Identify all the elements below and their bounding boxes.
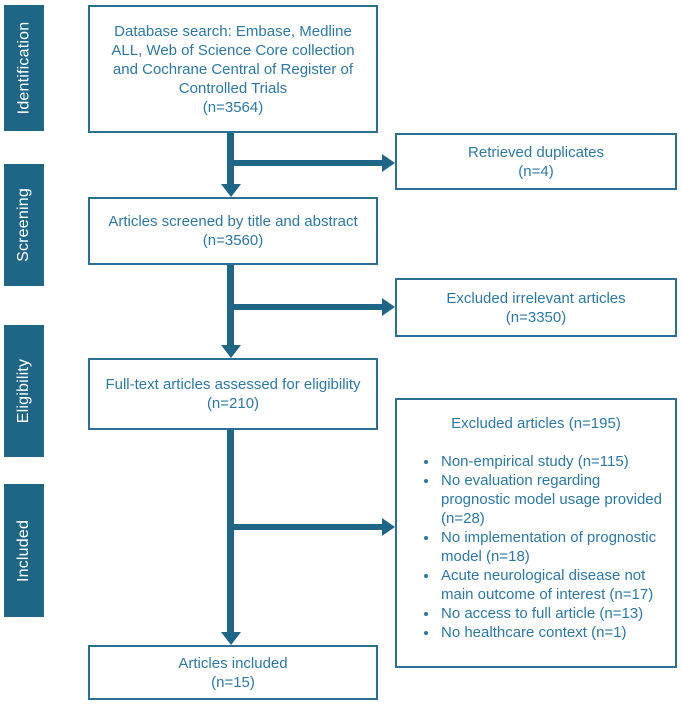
- excluded-reason-item: No evaluation regarding prognostic model…: [439, 471, 665, 528]
- box-label: Retrieved duplicates: [468, 143, 604, 161]
- box-excluded-irrelevant: Excluded irrelevant articles (n=3350): [395, 278, 677, 337]
- arrowhead-right: [382, 298, 395, 316]
- box-count: (n=3350): [505, 308, 567, 326]
- stage-label-text: Included: [15, 519, 32, 582]
- stage-label-included: Included: [4, 484, 44, 617]
- box-fulltext-eligibility: Full-text articles assessed for eligibil…: [88, 358, 378, 430]
- arrowhead-right: [382, 518, 395, 536]
- excluded-reason-item: Non-empirical study (n=115): [439, 452, 665, 471]
- arrowhead-down: [221, 345, 241, 358]
- box-count: (n=210): [206, 395, 260, 412]
- arrow-search-to-screening-line: [227, 133, 234, 184]
- stage-label-text: Identification: [15, 21, 33, 115]
- box-excluded-articles: Excluded articles (n=195) Non-empirical …: [395, 398, 677, 668]
- box-articles-included: Articles included (n=15): [88, 645, 378, 700]
- excluded-reason-item: No access to full article (n=13): [439, 604, 665, 623]
- box-count: (n=4): [518, 162, 554, 180]
- box-label: Articles included: [178, 654, 288, 672]
- box-retrieved-duplicates: Retrieved duplicates (n=4): [395, 133, 677, 190]
- arrow-to-excluded-line: [227, 524, 382, 530]
- stage-label-screening: Screening: [4, 164, 44, 286]
- stage-label-text: Eligibility: [15, 358, 33, 424]
- stage-label-identification: Identification: [4, 5, 44, 131]
- excluded-articles-title: Excluded articles (n=195): [451, 415, 621, 432]
- box-count: (n=3560): [202, 232, 264, 249]
- stage-label-eligibility: Eligibility: [4, 325, 44, 457]
- box-label: Database search: Embase, Medline ALL, We…: [111, 22, 355, 97]
- box-count: (n=15): [211, 673, 255, 691]
- box-count: (n=3564): [202, 98, 264, 116]
- excluded-reason-item: No implementation of prognostic model (n…: [439, 528, 665, 566]
- arrowhead-down: [221, 184, 241, 197]
- arrowhead-right: [382, 154, 395, 172]
- box-label: Articles screened by title and abstract: [108, 213, 358, 230]
- box-database-search: Database search: Embase, Medline ALL, We…: [88, 5, 378, 133]
- stage-label-text: Screening: [15, 188, 33, 262]
- excluded-reason-item: No healthcare context (n=1): [439, 623, 665, 642]
- box-title-abstract-screening: Articles screened by title and abstract …: [88, 197, 378, 265]
- arrow-eligibility-to-included-line: [227, 430, 234, 632]
- arrowhead-down: [221, 632, 241, 645]
- box-label: Excluded irrelevant articles: [446, 289, 626, 307]
- box-label: Full-text articles assessed for eligibil…: [105, 376, 361, 393]
- arrow-to-irrelevant-line: [227, 304, 382, 310]
- excluded-reasons-list: Non-empirical study (n=115) No evaluatio…: [405, 452, 667, 642]
- arrow-to-duplicates-line: [227, 160, 382, 166]
- excluded-reason-item: Acute neurological disease not main outc…: [439, 566, 665, 604]
